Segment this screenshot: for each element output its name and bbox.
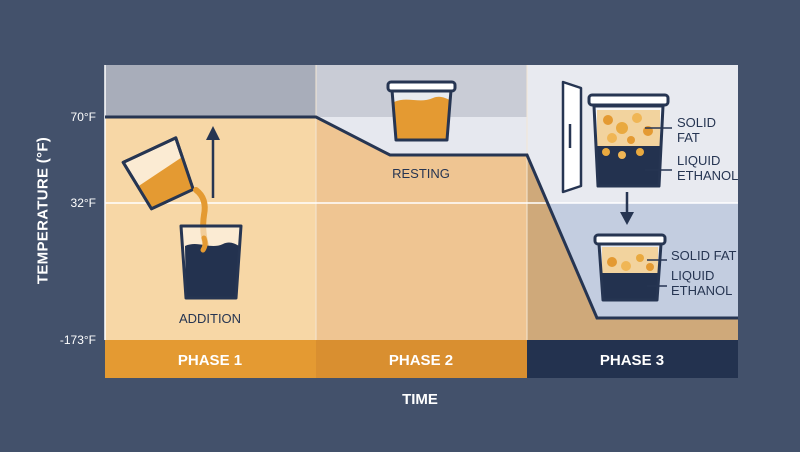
phase1-top-band bbox=[105, 65, 316, 117]
liquid-lower-label-line2: ETHANOL bbox=[671, 283, 732, 298]
liquid-ethanol-label-line1: LIQUID bbox=[677, 153, 720, 168]
jar-separated-icon bbox=[593, 233, 667, 302]
phase2-fill bbox=[316, 117, 527, 340]
freezer-door-icon bbox=[561, 80, 583, 194]
glass-icon bbox=[179, 224, 243, 300]
y-tick-32: 32°F bbox=[70, 196, 96, 210]
phase3-label: PHASE 3 bbox=[600, 352, 664, 369]
x-axis-label: TIME bbox=[402, 391, 438, 408]
y-tick-minus173: -173°F bbox=[59, 333, 96, 347]
phase1-label: PHASE 1 bbox=[178, 352, 242, 369]
liquid-lower-label-line1: LIQUID bbox=[671, 268, 714, 283]
arrow-up-icon bbox=[206, 126, 220, 198]
pouring-jar-icon bbox=[121, 136, 209, 249]
phase2-bar bbox=[316, 340, 527, 378]
arrow-down-icon bbox=[620, 192, 634, 225]
phase1-bar bbox=[105, 340, 316, 378]
resting-jar-icon bbox=[386, 80, 457, 142]
phase3-bar bbox=[527, 340, 738, 378]
liquid-ethanol-label-line2: ETHANOL bbox=[677, 168, 738, 183]
solid-fat-label-line2: FAT bbox=[677, 130, 700, 145]
resting-label: RESTING bbox=[392, 166, 450, 181]
temperature-curve bbox=[105, 115, 738, 320]
solid-fat-lower-label: SOLID FAT bbox=[671, 248, 737, 263]
addition-label: ADDITION bbox=[179, 311, 241, 326]
solid-fat-label-line1: SOLID bbox=[677, 115, 716, 130]
jar-solid-fat-icon bbox=[587, 93, 672, 188]
phase3-fill bbox=[527, 155, 738, 340]
y-tick-70: 70°F bbox=[70, 110, 96, 124]
y-axis-label: TEMPERATURE (°F) bbox=[34, 136, 52, 285]
phase2-label: PHASE 2 bbox=[389, 352, 453, 369]
